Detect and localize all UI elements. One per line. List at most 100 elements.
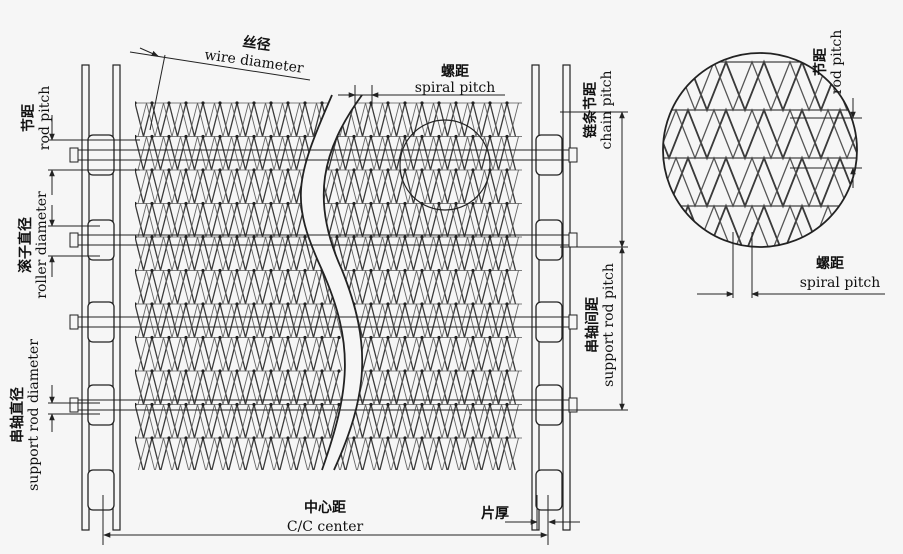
mesh-knuckle	[303, 201, 307, 206]
mesh-knuckle	[201, 335, 205, 340]
mesh-knuckle	[471, 335, 475, 340]
mesh-knuckle	[454, 201, 458, 206]
detail-spiral	[663, 107, 857, 161]
mesh-knuckle	[303, 335, 307, 340]
mesh-knuckle	[303, 268, 307, 273]
mesh-knuckle	[420, 101, 424, 105]
mesh-knuckle	[337, 302, 341, 306]
mesh-knuckle	[167, 302, 171, 306]
chain-pitch-label-cn: 链条节距	[582, 82, 599, 138]
mesh-knuckle	[337, 268, 341, 273]
mesh-knuckle	[437, 101, 441, 105]
mesh-knuckle	[471, 201, 475, 206]
mesh-knuckle	[269, 101, 273, 105]
support-rod-diameter-label: 串轴直径 support rod diameter	[9, 339, 42, 491]
mesh-knuckle	[403, 436, 407, 440]
mesh-knuckle	[505, 201, 509, 206]
mesh-knuckle	[135, 369, 137, 373]
mesh-knuckle	[369, 134, 373, 139]
mesh-knuckle	[252, 302, 256, 306]
mesh-knuckle	[252, 134, 256, 139]
mesh-knuckle	[150, 235, 154, 239]
spiral-pitch-label-en: spiral pitch	[415, 80, 496, 96]
mesh-knuckle	[369, 201, 373, 206]
mesh-knuckle	[386, 134, 390, 139]
mesh-knuckle	[420, 302, 424, 306]
mesh-knuckle	[269, 436, 273, 440]
chain-roller	[87, 134, 115, 176]
mesh-knuckle	[403, 302, 407, 306]
mesh-knuckle	[235, 436, 239, 440]
rod-end-cap	[69, 314, 79, 330]
rod-pitch-label-en: rod pitch	[37, 86, 53, 150]
chain-roller	[535, 384, 563, 426]
mesh-knuckle	[320, 402, 324, 407]
support-rod-pitch-label-cn: 串轴间距	[584, 297, 601, 353]
mesh-knuckle	[201, 436, 205, 440]
mesh-knuckle	[335, 168, 339, 172]
mesh-knuckle	[420, 369, 424, 373]
mesh-spiral	[323, 236, 517, 271]
mesh-knuckle	[505, 369, 509, 373]
mesh-knuckle	[286, 436, 290, 440]
mesh-knuckle	[286, 268, 290, 273]
mesh-knuckle	[150, 335, 154, 340]
mesh-knuckle	[320, 168, 324, 172]
mesh-knuckle	[235, 235, 239, 239]
mesh-spiral-back	[323, 236, 519, 271]
mesh-knuckle	[471, 402, 475, 407]
mesh-knuckle	[184, 235, 188, 239]
mesh-knuckle	[269, 369, 273, 373]
belt-mesh-left	[135, 101, 343, 470]
mesh-knuckle	[235, 168, 239, 172]
mesh-knuckle	[184, 436, 188, 440]
mesh-knuckle	[167, 402, 171, 407]
mesh-knuckle	[488, 302, 492, 306]
mesh-knuckle	[320, 235, 324, 239]
mesh-knuckle	[488, 134, 492, 139]
rod-end-cap	[69, 397, 79, 413]
rod-end-cap	[69, 147, 79, 163]
mesh-knuckle	[318, 202, 321, 205]
mesh-knuckle	[420, 268, 424, 273]
mesh-spiral-back	[137, 102, 343, 137]
detail-circle	[662, 52, 858, 248]
mesh-knuckle	[369, 235, 373, 239]
mesh-knuckle	[471, 235, 475, 239]
mesh-knuckle	[184, 101, 188, 105]
mesh-spiral-back	[137, 337, 343, 372]
mesh-knuckle	[135, 335, 137, 340]
mesh-knuckle	[403, 101, 407, 105]
mesh-spiral-back	[137, 136, 343, 171]
mesh-knuckle	[235, 201, 239, 206]
support-rod-diameter-label-en: support rod diameter	[26, 339, 42, 491]
mesh-spiral-back	[323, 270, 519, 305]
support-rod-pitch-label-en: support rod pitch	[601, 263, 617, 387]
wire-diameter-label-cn: 丝径	[242, 33, 272, 54]
mesh-knuckle	[150, 101, 154, 105]
mesh-knuckle	[201, 101, 205, 105]
mesh-knuckle	[403, 168, 407, 172]
mesh-knuckle	[335, 268, 339, 273]
mesh-knuckle	[184, 134, 188, 139]
chain-pitch-label: 链条节距 chain pitch	[582, 70, 615, 149]
mesh-knuckle	[320, 134, 324, 139]
mesh-knuckle	[167, 201, 171, 206]
mesh-knuckle	[386, 101, 390, 105]
rod-end-cap	[568, 232, 578, 248]
chain-roller	[87, 469, 115, 511]
mesh-knuckle	[303, 134, 307, 139]
mesh-knuckle	[269, 402, 273, 407]
mesh-knuckle	[386, 235, 390, 239]
mesh-knuckle	[303, 369, 307, 373]
mesh-knuckle	[184, 268, 188, 273]
mesh-knuckle	[437, 402, 441, 407]
mesh-knuckle	[437, 268, 441, 273]
chain-roller	[535, 219, 563, 261]
mesh-knuckle	[386, 168, 390, 172]
mesh-knuckle	[488, 369, 492, 373]
mesh-knuckle	[150, 134, 154, 139]
mesh-knuckle	[252, 402, 256, 407]
